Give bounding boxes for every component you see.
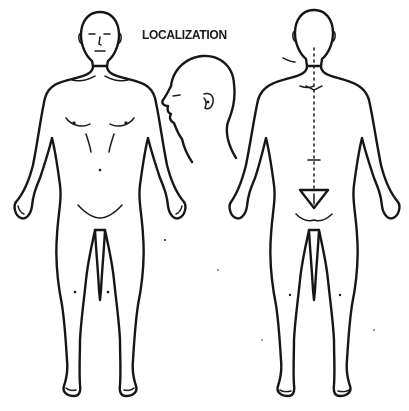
- back-buttock-right: [314, 214, 332, 221]
- front-foot-right: [124, 388, 134, 390]
- back-head: [295, 10, 333, 66]
- profile-head-outline: [171, 56, 236, 158]
- front-nipple-left: [72, 121, 75, 124]
- front-navel: [99, 169, 102, 172]
- front-hand-right: [176, 206, 182, 214]
- back-foot-right: [338, 390, 349, 392]
- front-foot-left: [66, 388, 76, 390]
- front-ribs-left: [86, 134, 91, 152]
- front-hand-left: [18, 206, 24, 214]
- profile-face: [162, 86, 192, 162]
- head-profile-figure: [162, 56, 236, 162]
- back-knee-right: [339, 294, 341, 296]
- back-inner-legs: [309, 230, 319, 300]
- back-foot-left: [280, 390, 291, 392]
- front-nose: [99, 37, 101, 45]
- front-nipple-right: [124, 121, 127, 124]
- front-chest-right: [110, 118, 134, 126]
- front-chest-left: [66, 118, 90, 126]
- back-scapula-left: [283, 58, 295, 62]
- front-body-figure: [15, 12, 186, 396]
- front-knee-left: [74, 291, 77, 294]
- back-buttock-left: [296, 214, 314, 221]
- front-knee-right: [107, 291, 110, 294]
- profile-eye: [173, 95, 180, 96]
- front-body-outline: [15, 66, 186, 396]
- profile-ear-dot: [207, 101, 210, 104]
- front-ribs-right: [109, 134, 114, 152]
- back-body-figure: [230, 10, 400, 396]
- localization-heading: LOCALIZATION: [142, 27, 227, 42]
- front-inner-legs: [95, 230, 105, 300]
- front-pelvis: [78, 205, 122, 218]
- back-knee-left: [289, 294, 291, 296]
